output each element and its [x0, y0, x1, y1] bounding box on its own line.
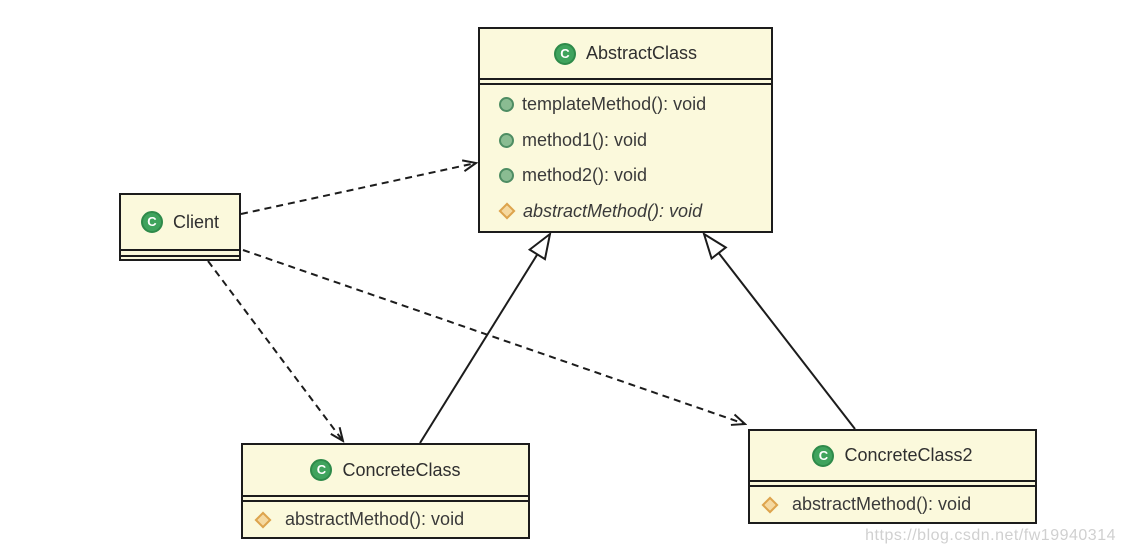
edge-client-to-concreteclass — [207, 260, 343, 441]
class-name: Client — [172, 211, 220, 232]
compartment-separator — [750, 480, 1035, 487]
class-icon: C — [553, 42, 576, 65]
public-method-icon — [499, 97, 514, 113]
methods-compartment: templateMethod(): void method1(): void m… — [480, 85, 771, 231]
edge-concreteclass-extends-abstractclass — [419, 234, 550, 444]
edge-client-to-concreteclass2 — [242, 249, 745, 424]
compartment-separator — [121, 255, 239, 257]
class-node-client: C Client — [119, 193, 241, 261]
abstract-method-icon — [254, 511, 272, 528]
class-icon: C — [812, 444, 835, 467]
method-label: templateMethod(): void — [522, 94, 707, 115]
class-node-concreteclass2: C ConcreteClass2 abstractMethod(): void — [748, 429, 1037, 524]
class-title-row: C ConcreteClass2 — [750, 431, 1035, 480]
compartment-separator — [121, 249, 239, 251]
method-row: abstractMethod(): void — [750, 487, 1035, 522]
method-label: method1(): void — [522, 129, 648, 150]
class-icon: C — [140, 211, 163, 233]
class-node-concreteclass: C ConcreteClass abstractMethod(): void — [241, 443, 530, 539]
method-row: abstractMethod(): void — [480, 194, 771, 230]
edge-client-to-abstractclass — [240, 163, 476, 215]
class-title-row: C AbstractClass — [480, 29, 771, 78]
class-name: ConcreteClass2 — [844, 445, 973, 465]
class-node-abstractclass: C AbstractClass templateMethod(): void m… — [478, 27, 773, 233]
class-name: ConcreteClass — [342, 459, 461, 480]
class-title-row: C Client — [121, 195, 239, 249]
compartment-separator — [243, 495, 528, 502]
methods-compartment: abstractMethod(): void — [243, 502, 528, 537]
class-icon: C — [310, 459, 333, 481]
public-method-icon — [499, 168, 514, 184]
method-row: method1(): void — [480, 123, 771, 159]
methods-compartment: abstractMethod(): void — [750, 487, 1035, 522]
compartment-separator — [480, 78, 771, 85]
method-row: method2(): void — [480, 158, 771, 194]
method-label: abstractMethod(): void — [285, 509, 465, 529]
class-name: AbstractClass — [585, 43, 698, 63]
abstract-method-icon — [761, 496, 779, 513]
abstract-method-icon — [498, 202, 516, 220]
method-row: abstractMethod(): void — [243, 502, 528, 537]
public-method-icon — [499, 132, 514, 148]
method-row: templateMethod(): void — [480, 87, 771, 123]
method-label: method2(): void — [522, 165, 648, 186]
edge-concreteclass2-extends-abstractclass — [704, 234, 856, 430]
watermark-text: https://blog.csdn.net/fw19940314 — [865, 527, 1116, 544]
method-label: abstractMethod(): void — [792, 494, 972, 514]
class-title-row: C ConcreteClass — [243, 445, 528, 495]
method-label: abstractMethod(): void — [523, 200, 703, 221]
